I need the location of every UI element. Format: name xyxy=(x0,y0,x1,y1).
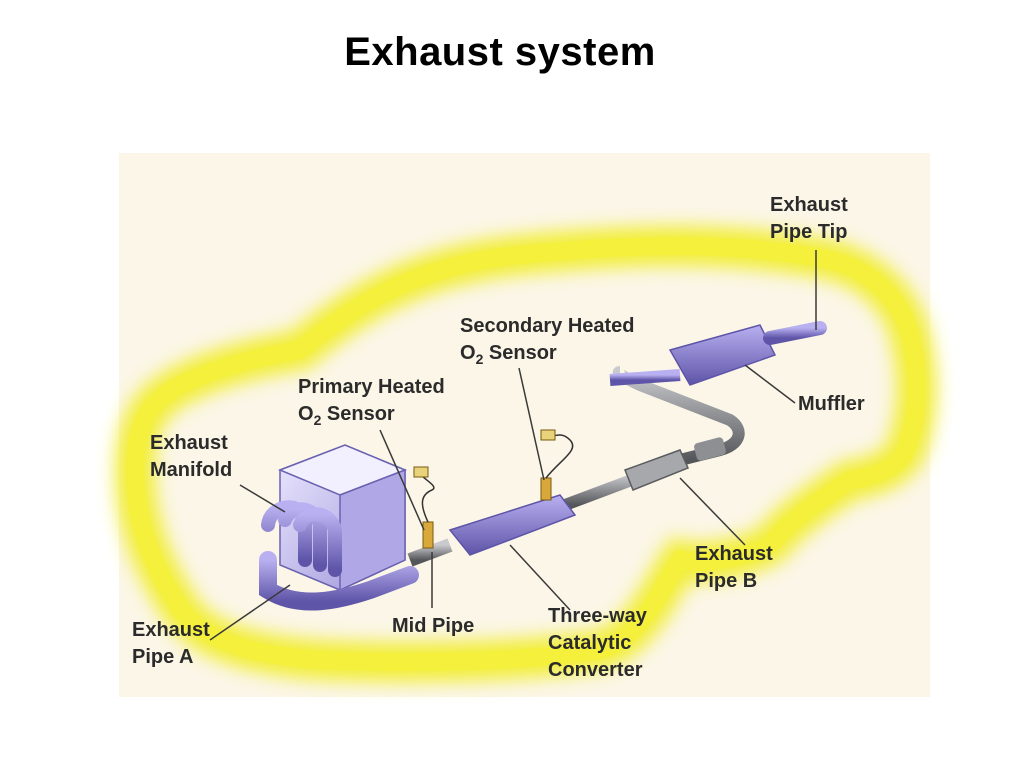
label-exhaust-pipe-b: Exhaust Pipe B xyxy=(695,541,773,595)
leader-lines xyxy=(209,250,817,641)
leader-catalytic-converter xyxy=(509,544,571,611)
car-silhouette-glow xyxy=(114,226,937,682)
label-exhaust-pipe-a: Exhaust Pipe A xyxy=(132,617,210,671)
subscript: 2 xyxy=(313,412,322,428)
label-line: O2 Sensor xyxy=(460,340,635,373)
label-exhaust-pipe-tip: Exhaust Pipe Tip xyxy=(770,192,848,246)
primary-o2-sensor-shape xyxy=(413,466,435,549)
label-muffler: Muffler xyxy=(798,391,865,418)
label-line: Three-way xyxy=(548,605,647,627)
label-line: Pipe Tip xyxy=(770,221,848,243)
label-line: O2 Sensor xyxy=(298,401,445,434)
resonator-shape xyxy=(624,449,690,491)
label-primary-heated-o2-sensor: Primary Heated O2 Sensor xyxy=(298,374,445,434)
label-line: Secondary Heated xyxy=(460,315,635,337)
muffler-shape xyxy=(609,321,827,386)
label-line: Manifold xyxy=(150,459,233,481)
leader-exhaust-pipe-b xyxy=(679,477,746,546)
secondary-o2-sensor-shape xyxy=(540,429,574,501)
o-letter: O xyxy=(460,342,476,364)
label-rest: Sensor xyxy=(321,403,395,425)
subscript: 2 xyxy=(475,351,484,367)
label-secondary-heated-o2-sensor: Secondary Heated O2 Sensor xyxy=(460,313,635,373)
exhaust-manifold-shape xyxy=(259,500,419,611)
label-line: Muffler xyxy=(798,393,865,415)
label-line: Catalytic xyxy=(548,632,632,654)
leader-muffler xyxy=(744,364,796,404)
label-rest: Sensor xyxy=(483,342,557,364)
label-line: Converter xyxy=(548,659,643,681)
catalytic-converter-shape xyxy=(448,494,577,556)
label-line: Primary Heated xyxy=(298,376,445,398)
label-line: Exhaust xyxy=(132,619,210,641)
leader-secondary-o2 xyxy=(518,367,545,481)
label-mid-pipe: Mid Pipe xyxy=(392,613,474,640)
page-title: Exhaust system xyxy=(344,30,656,74)
leader-exhaust-manifold xyxy=(239,484,286,513)
label-line: Exhaust xyxy=(770,194,848,216)
label-line: Mid Pipe xyxy=(392,615,475,637)
o-letter: O xyxy=(298,403,314,425)
label-line: Pipe A xyxy=(132,646,194,668)
label-line: Exhaust xyxy=(150,432,228,454)
leader-primary-o2 xyxy=(379,429,425,531)
leader-exhaust-pipe-a xyxy=(209,584,291,641)
label-line: Exhaust xyxy=(695,543,773,565)
label-three-way-catalytic-converter: Three-way Catalytic Converter xyxy=(548,603,647,684)
label-exhaust-manifold: Exhaust Manifold xyxy=(150,430,232,484)
label-line: Pipe B xyxy=(695,570,758,592)
